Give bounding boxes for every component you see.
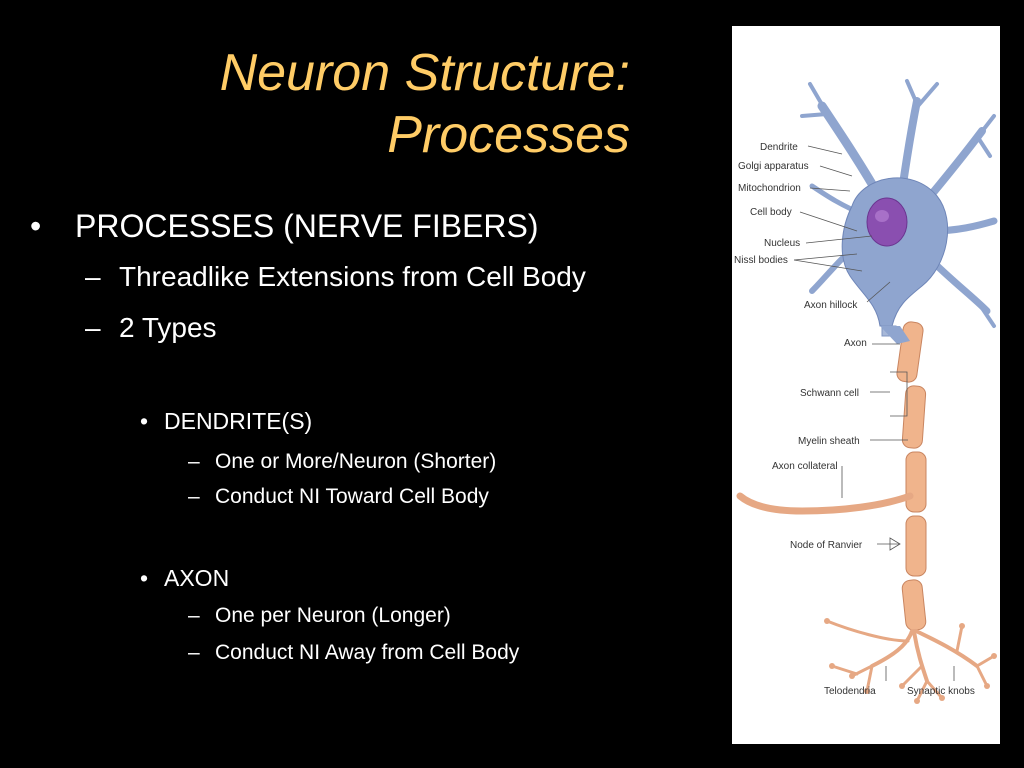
bullet-marker: • [140,565,149,591]
dash-marker: – [188,485,200,508]
axon-hillock [880,326,910,344]
bullet-text: 2 Types [119,312,217,343]
node-of-ranvier-marker [889,537,901,551]
label-schwann: Schwann cell [800,388,859,399]
label-dendrite: Dendrite [760,142,798,153]
label-myelin: Myelin sheath [798,436,860,447]
label-mitochondrion: Mitochondrion [738,183,801,194]
bullet-axon: • AXON [140,565,229,592]
bullet-text: One per Neuron (Longer) [215,604,451,627]
label-knobs: Synaptic knobs [907,686,975,697]
dash-marker: – [85,312,101,343]
telodendria-branches [825,619,996,703]
sub-bullet-threadlike: –Threadlike Extensions from Cell Body [85,261,586,293]
axon-collateral-branch [736,492,914,515]
bullet-processes: • PROCESSES (NERVE FIBERS) [30,208,539,245]
bullet-text: Conduct NI Away from Cell Body [215,641,520,664]
bullet-dendrite: • DENDRITE(S) [140,408,312,435]
neuron-illustration: Dendrite Golgi apparatus Mitochondrion C… [734,79,998,704]
label-ranvier: Node of Ranvier [790,540,863,551]
axon-point-2: –Conduct NI Away from Cell Body [188,641,519,665]
neuron-diagram: Dendrite Golgi apparatus Mitochondrion C… [732,26,1000,744]
label-nucleus: Nucleus [764,238,800,249]
label-golgi: Golgi apparatus [738,161,809,172]
leader-lines [793,145,955,681]
bullet-text: Conduct NI Toward Cell Body [215,485,489,508]
synaptic-knobs [824,618,997,704]
label-axon-hillock: Axon hillock [804,300,858,311]
bullet-text: PROCESSES (NERVE FIBERS) [75,208,539,244]
nucleus-shape [866,197,908,247]
bullet-text: One or More/Neuron (Shorter) [215,450,497,473]
label-collateral: Axon collateral [772,461,838,472]
label-axon: Axon [844,338,867,349]
bullet-text: Threadlike Extensions from Cell Body [119,261,586,292]
bullet-marker: • [140,408,149,434]
axon-point-1: –One per Neuron (Longer) [188,604,451,628]
dash-marker: – [188,604,200,627]
bullet-marker: • [30,208,42,244]
label-nissl: Nissl bodies [734,255,788,266]
dash-marker: – [85,261,101,292]
bullet-text: DENDRITE(S) [164,408,313,434]
dash-marker: – [188,641,200,664]
title-line-1: Neuron Structure: [219,44,630,102]
dendrite-point-1: –One or More/Neuron (Shorter) [188,450,496,474]
dash-marker: – [188,450,200,473]
label-cell-body: Cell body [750,207,792,218]
title-line-2: Processes [387,106,630,164]
myelin-segments [881,321,927,631]
label-telodendria: Telodendria [824,686,876,697]
slide-title: Neuron Structure: Processes [160,42,630,166]
sub-bullet-types: –2 Types [85,312,217,344]
bullet-text: AXON [164,565,230,591]
dendrite-point-2: –Conduct NI Toward Cell Body [188,485,489,509]
